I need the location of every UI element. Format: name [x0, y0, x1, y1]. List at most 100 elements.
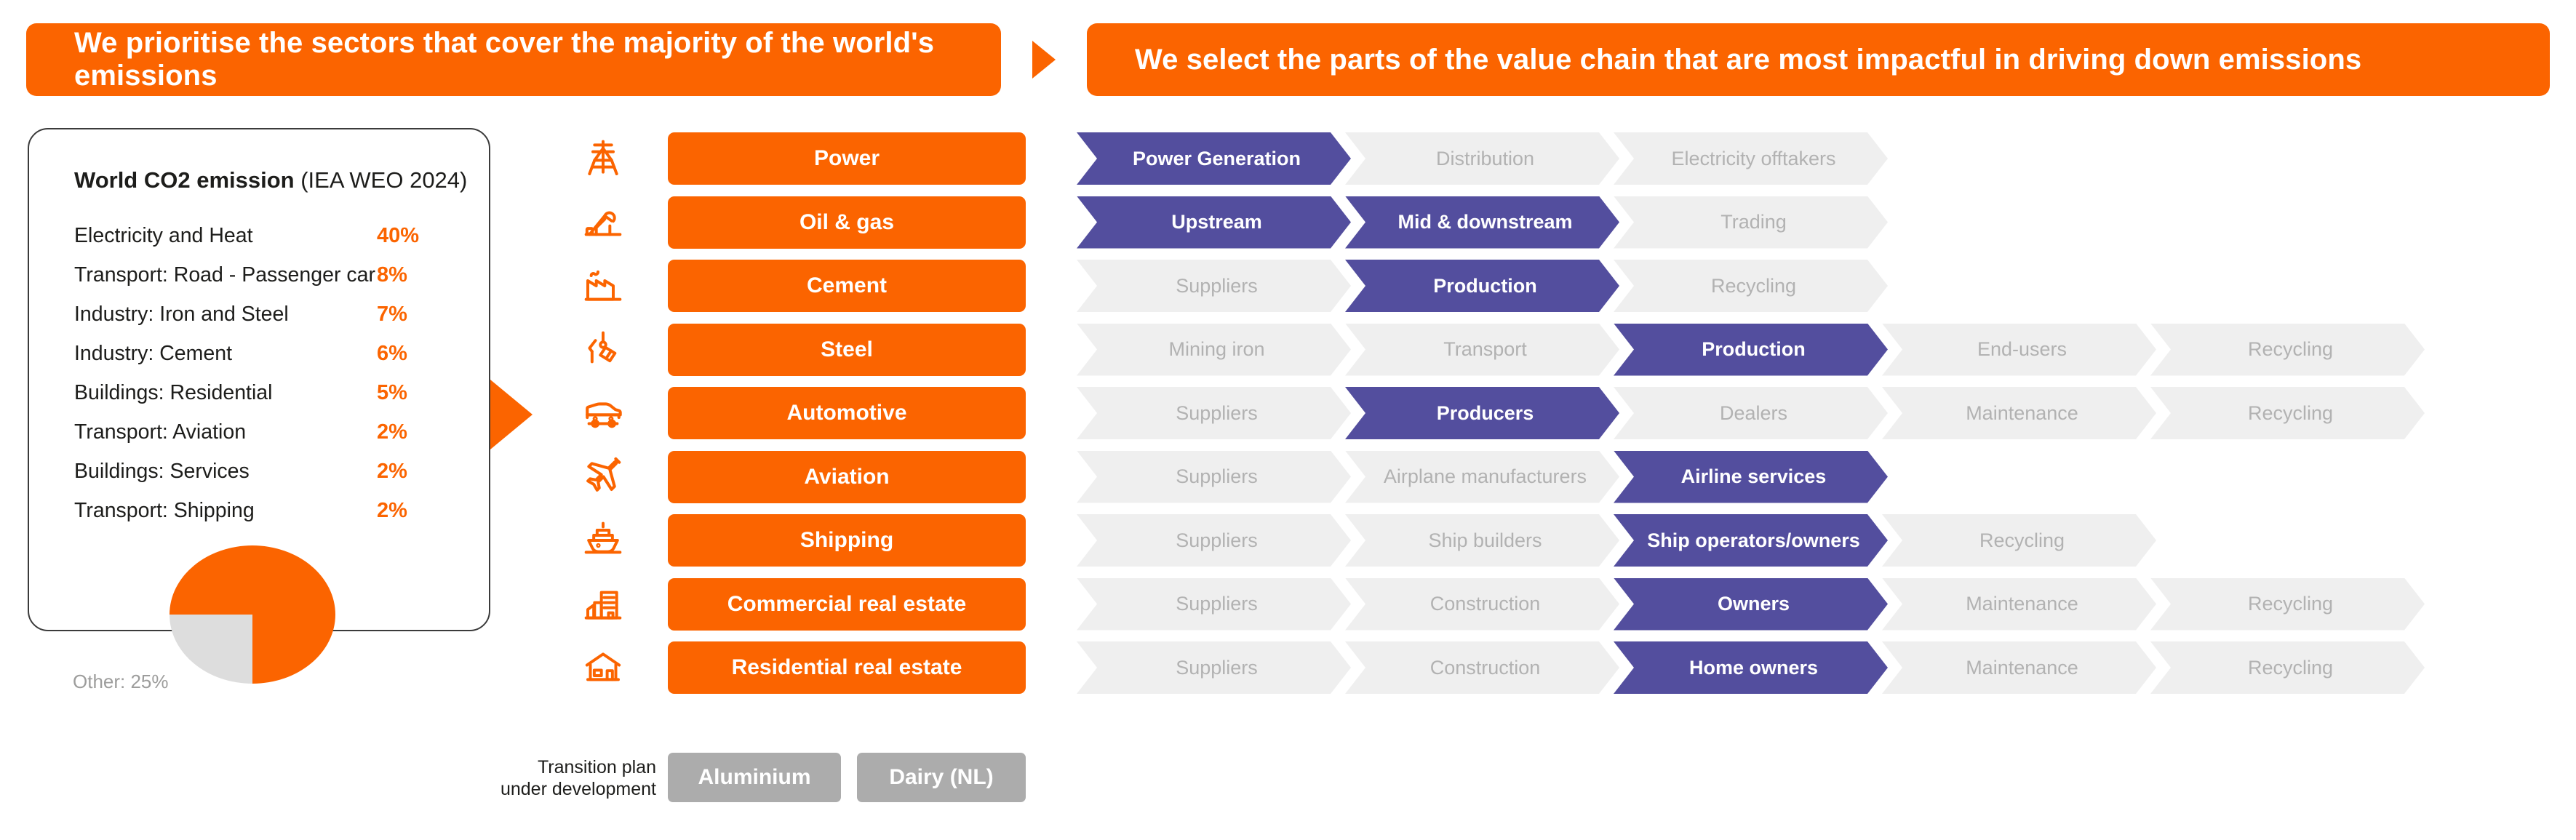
- sector-button-label: Cement: [806, 273, 888, 297]
- emission-card-title-strong: World CO2 emission: [74, 167, 295, 193]
- value-chain-stage-recycling[interactable]: Recycling: [1614, 260, 1888, 312]
- value-chain-stage-label: Suppliers: [1176, 274, 1258, 297]
- sector-button-commercial-real-estate[interactable]: Commercial real estate: [668, 577, 1026, 631]
- sector-button-shipping[interactable]: Shipping: [668, 514, 1026, 567]
- value-chain-stage-suppliers[interactable]: Suppliers: [1077, 451, 1351, 503]
- value-chain-stage-label: Production: [1433, 274, 1537, 297]
- value-chain-stage-label: Mining iron: [1168, 338, 1265, 360]
- emission-row-label: Transport: Shipping: [74, 499, 255, 522]
- sector-button-automotive[interactable]: Automotive: [668, 387, 1026, 439]
- sector-button-label: Oil & gas: [799, 209, 895, 234]
- value-chain-row: Suppliers Construction Home owners Maintena…: [1077, 641, 2419, 694]
- value-chain-stage-recycling[interactable]: Recycling: [2150, 324, 2425, 376]
- value-chain-stage-label: Production: [1702, 338, 1806, 360]
- value-chain-stage-label: Ship builders: [1428, 529, 1542, 551]
- emission-row-value: 40%: [377, 224, 420, 247]
- value-chain-stage-label: Recycling: [1710, 274, 1797, 297]
- value-chain-stage-recycling[interactable]: Recycling: [2150, 641, 2425, 694]
- value-chain-stage-label: Construction: [1429, 656, 1541, 679]
- value-chain-stage-airline-services[interactable]: Airline services: [1614, 451, 1888, 503]
- value-chain-stage-transport[interactable]: Transport: [1345, 324, 1619, 376]
- value-chain-stage-label: Power Generation: [1132, 147, 1301, 169]
- value-chain-stage-mid-downstream[interactable]: Mid & downstream: [1345, 196, 1619, 249]
- value-chain-stage-producers[interactable]: Producers: [1345, 387, 1619, 439]
- value-chain-stage-suppliers[interactable]: Suppliers: [1077, 387, 1351, 439]
- sector-button-power[interactable]: Power: [668, 132, 1026, 185]
- value-chain-stage-label: Mid & downstream: [1397, 211, 1573, 233]
- value-chain-stage-upstream[interactable]: Upstream: [1077, 196, 1351, 249]
- value-chain-stage-recycling[interactable]: Recycling: [2150, 387, 2425, 439]
- office-buildings-icon: [566, 575, 640, 633]
- emission-card-title: World CO2 emission (IEA WEO 2024): [74, 167, 467, 193]
- value-chain-stage-production[interactable]: Production: [1345, 260, 1619, 312]
- sector-button-cement[interactable]: Cement: [668, 260, 1026, 312]
- sector-button-label: Automotive: [786, 401, 907, 425]
- value-chain-stage-distribution[interactable]: Distribution: [1345, 132, 1619, 185]
- emission-row-value: 5%: [377, 381, 407, 404]
- value-chain-stage-electricity-offtakers[interactable]: Electricity offtakers: [1614, 132, 1888, 185]
- value-chain-stage-mining-iron[interactable]: Mining iron: [1077, 324, 1351, 376]
- sector-button-steel[interactable]: Steel: [668, 323, 1026, 376]
- value-chain-stage-label: Suppliers: [1176, 465, 1258, 487]
- emission-row-value: 2%: [377, 460, 407, 483]
- value-chain-stage-label: Distribution: [1435, 147, 1535, 169]
- value-chain-stage-maintenance[interactable]: Maintenance: [1882, 578, 2156, 631]
- value-chain-row: Mining iron Transport Production End-users R…: [1077, 324, 2419, 376]
- value-chain-stage-construction[interactable]: Construction: [1345, 578, 1619, 631]
- value-chain-stage-label: Recycling: [1979, 529, 2065, 551]
- sector-button-aviation[interactable]: Aviation: [668, 450, 1026, 503]
- emission-row: Buildings: Services 2%: [74, 460, 447, 499]
- banner-sectors: We prioritise the sectors that cover the…: [26, 23, 1001, 96]
- value-chain-stage-suppliers[interactable]: Suppliers: [1077, 514, 1351, 567]
- value-chain-stage-power-generation[interactable]: Power Generation: [1077, 132, 1351, 185]
- airplane-icon: [566, 448, 640, 506]
- emission-row-label: Buildings: Services: [74, 460, 250, 483]
- value-chain-stage-end-users[interactable]: End-users: [1882, 324, 2156, 376]
- value-chain-stage-recycling[interactable]: Recycling: [1882, 514, 2156, 567]
- sector-button-residential-real-estate[interactable]: Residential real estate: [668, 641, 1026, 694]
- pending-sector-dairy[interactable]: Dairy (NL): [857, 753, 1026, 802]
- value-chain-stage-recycling[interactable]: Recycling: [2150, 578, 2425, 631]
- value-chain-stage-production[interactable]: Production: [1614, 324, 1888, 376]
- value-chain-stage-home-owners[interactable]: Home owners: [1614, 641, 1888, 694]
- pending-sector-aluminium[interactable]: Aluminium: [668, 753, 841, 802]
- value-chain-stage-maintenance[interactable]: Maintenance: [1882, 641, 2156, 694]
- value-chain-stage-airplane-manufacturers[interactable]: Airplane manufacturers: [1345, 451, 1619, 503]
- value-chain-stage-suppliers[interactable]: Suppliers: [1077, 578, 1351, 631]
- card-to-sectors-arrow-icon: [490, 380, 533, 449]
- value-chain-stage-label: Airplane manufacturers: [1383, 465, 1587, 487]
- emission-row-label: Industry: Cement: [74, 342, 233, 365]
- emission-row-label: Transport: Aviation: [74, 420, 247, 444]
- value-chain-row: Suppliers Airplane manufacturers Airline s…: [1077, 451, 1882, 503]
- value-chain-stage-label: Electricity offtakers: [1671, 147, 1836, 169]
- value-chain-stage-label: Recycling: [2247, 656, 2334, 679]
- value-chain-stage-owners[interactable]: Owners: [1614, 578, 1888, 631]
- value-chain-stage-label: Transport: [1443, 338, 1527, 360]
- banner-value-chain: We select the parts of the value chain t…: [1087, 23, 2550, 96]
- value-chain-stage-construction[interactable]: Construction: [1345, 641, 1619, 694]
- value-chain-stage-label: Home owners: [1688, 656, 1819, 679]
- emission-pie-chart: [170, 545, 335, 684]
- value-chain-stage-label: Recycling: [2247, 338, 2334, 360]
- value-chain-stage-ship-builders[interactable]: Ship builders: [1345, 514, 1619, 567]
- sector-button-oil-gas[interactable]: Oil & gas: [668, 196, 1026, 249]
- value-chain-stage-label: Airline services: [1680, 465, 1827, 487]
- value-chain-row: Power Generation Distribution Electricity …: [1077, 132, 1882, 185]
- value-chain-stage-suppliers[interactable]: Suppliers: [1077, 641, 1351, 694]
- value-chain-stage-ship-operators-owners[interactable]: Ship operators/owners: [1614, 514, 1888, 567]
- emission-card-title-source: (IEA WEO 2024): [294, 167, 468, 193]
- value-chain-stage-suppliers[interactable]: Suppliers: [1077, 260, 1351, 312]
- value-chain-stage-trading[interactable]: Trading: [1614, 196, 1888, 249]
- value-chain-stage-maintenance[interactable]: Maintenance: [1882, 387, 2156, 439]
- value-chain-stage-label: Construction: [1429, 593, 1541, 615]
- value-chain-stage-label: Dealers: [1719, 401, 1788, 424]
- value-chain-stage-label: Suppliers: [1176, 529, 1258, 551]
- sector-button-label: Residential real estate: [731, 655, 962, 679]
- value-chain-stage-dealers[interactable]: Dealers: [1614, 387, 1888, 439]
